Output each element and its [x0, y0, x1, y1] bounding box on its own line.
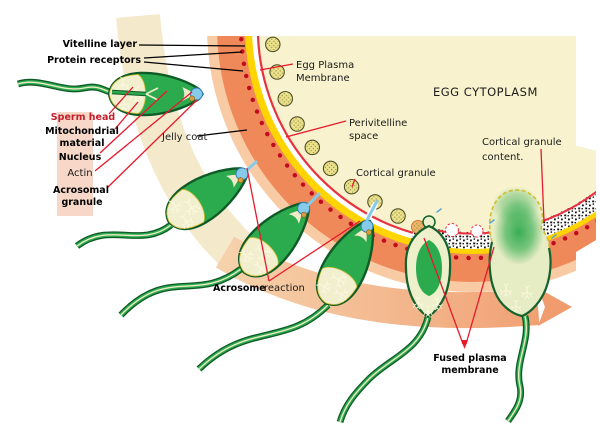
label-perivitelline-1: Perivitelline	[349, 118, 407, 129]
label-egg-plasma-2: Membrane	[296, 73, 350, 84]
label-fused-plasma-1: Fused plasma	[433, 353, 506, 364]
cortical-granule-pointer	[351, 178, 356, 188]
nucleus-cloud	[494, 199, 544, 265]
acrosomal-process	[245, 160, 258, 172]
protein-receptor-dots	[239, 36, 596, 261]
label-egg-plasma-1: Egg Plasma	[296, 60, 354, 71]
label-acrosome-reaction-bold: Acrosome	[213, 283, 266, 294]
fused-membrane-pointer-1	[423, 237, 464, 345]
fused-pointer-arrowhead	[461, 340, 468, 349]
acrosomal-pointer	[106, 99, 198, 189]
nucleus-pointer	[99, 90, 168, 154]
pointer-lines-red	[94, 63, 545, 349]
mitochondrial-pointer	[114, 101, 139, 130]
sperm-2	[77, 153, 258, 246]
label-egg-cytoplasm: EGG CYTOPLASM	[433, 85, 538, 99]
label-actin: Actin	[67, 168, 92, 179]
vitelline-pointer	[138, 44, 246, 47]
label-nucleus: Nucleus	[59, 152, 102, 163]
egg-membrane-pointer	[259, 63, 294, 71]
label-cortical-granule: Cortical granule	[356, 168, 436, 179]
protein-pointer-1	[143, 51, 243, 59]
label-mitochondrial-1: Mitochondrial	[45, 126, 119, 137]
label-acrosomal-2: granule	[61, 197, 102, 208]
label-sperm-head: Sperm head	[51, 112, 115, 123]
acrosomal-filament	[365, 199, 379, 222]
sequence-arrowhead	[538, 288, 572, 326]
sperm-nucleus	[416, 240, 442, 296]
fusing-vesicle-1	[445, 223, 459, 237]
label-perivitelline-2: space	[349, 131, 378, 142]
sperm-head-pointer	[108, 86, 134, 115]
label-granule-content-1: Cortical granule	[482, 137, 562, 148]
granule-content-pointer	[540, 148, 545, 223]
fused-outline-solid	[488, 241, 552, 318]
sperm-6	[488, 186, 552, 421]
label-mitochondrial-2: material	[60, 138, 105, 149]
faded-swoosh-band	[116, 14, 258, 273]
fusing-vesicle-2	[470, 224, 484, 238]
sperm-1	[18, 73, 203, 115]
fusing-cortical-granule	[390, 208, 406, 224]
label-fused-plasma-2: membrane	[441, 365, 498, 376]
acrosomal-process	[306, 192, 321, 207]
pointer-lines-black	[138, 44, 248, 137]
fused-outline-dashed	[488, 189, 550, 249]
jelly-pointer	[196, 129, 248, 137]
perivitelline-pointer	[285, 120, 347, 138]
label-granule-content-2: content.	[482, 152, 523, 163]
sperm-4	[199, 199, 388, 369]
acrosome-reaction-pointer-2	[268, 220, 361, 282]
sperm-3	[121, 190, 323, 315]
acrosome-reaction-pointer-1	[246, 167, 270, 282]
label-jelly-coat: Jelly coat	[161, 132, 207, 143]
actin-pointer	[94, 91, 193, 172]
faded-salmon-band	[57, 112, 93, 216]
label-vitelline-layer: Vitelline layer	[63, 39, 138, 50]
label-acrosome-reaction-reg: reaction	[264, 283, 305, 294]
label-acrosomal-1: Acrosomal	[53, 185, 109, 196]
sperm-5	[340, 215, 452, 422]
membrane-specks	[436, 208, 557, 239]
fused-membrane-pointer-2	[465, 246, 495, 345]
fusing-granule-orange	[411, 220, 425, 234]
protein-pointer-2	[143, 61, 244, 72]
label-protein-receptors: Protein receptors	[47, 55, 141, 66]
